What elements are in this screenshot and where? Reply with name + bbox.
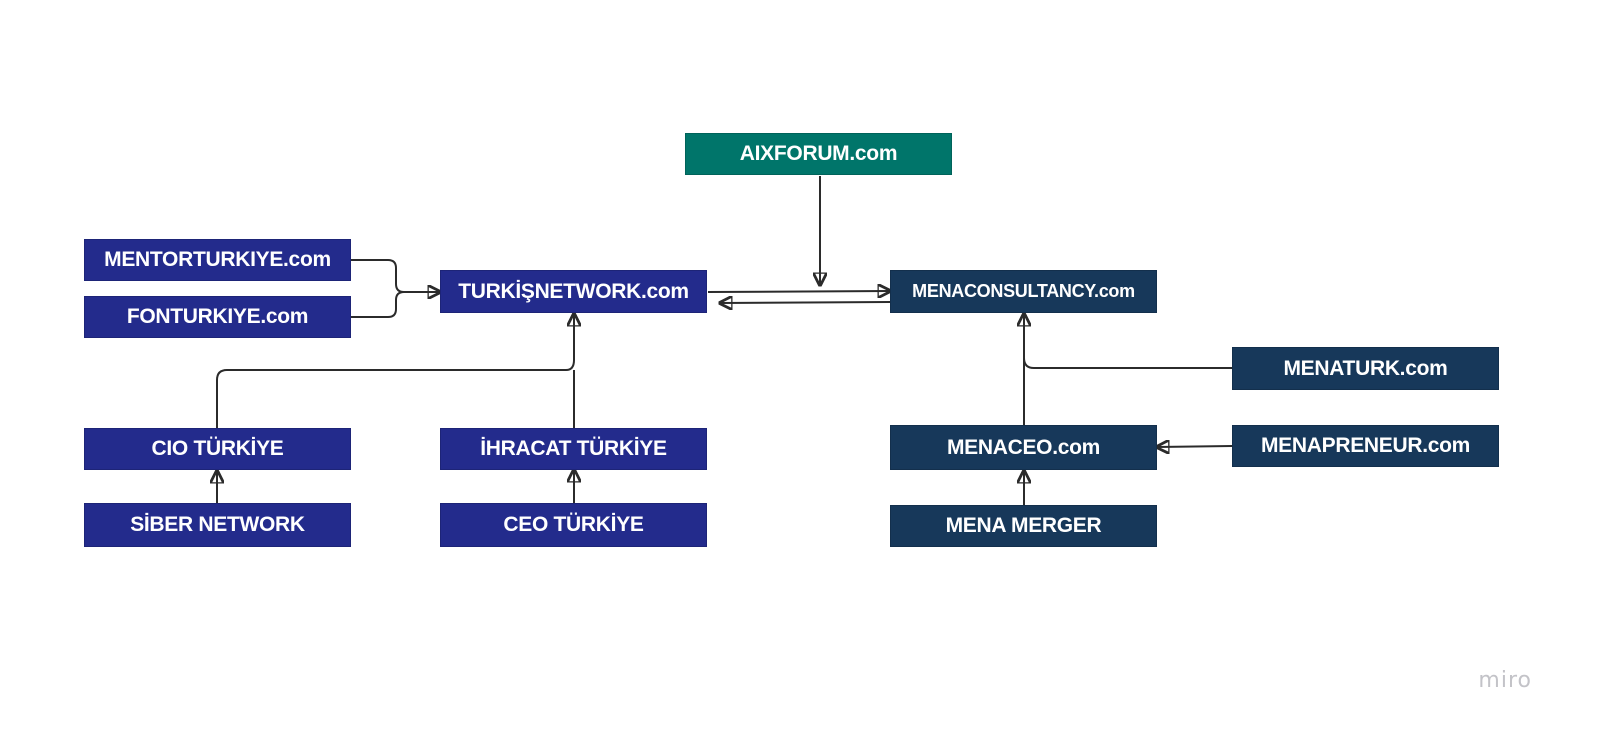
node-fonturkiye[interactable]: FONTURKIYE.com: [84, 296, 351, 338]
node-menapreneur[interactable]: MENAPRENEUR.com: [1232, 425, 1499, 467]
node-cio-turkiye[interactable]: CIO TÜRKİYE: [84, 428, 351, 470]
edge-mentorturkiye-to-turkisnetwork: [351, 259, 440, 292]
node-turkisnetwork[interactable]: TURKİŞNETWORK.com: [440, 270, 707, 313]
edge-menapreneur-to-menaceo: [1157, 446, 1233, 447]
node-mena-merger[interactable]: MENA MERGER: [890, 505, 1157, 547]
edge-menaturk-to-menaconsultancy: [1023, 357, 1232, 369]
node-menaconsultancy[interactable]: MENACONSULTANCY.com: [890, 270, 1157, 313]
node-ihracat-turkiye[interactable]: İHRACAT TÜRKİYE: [440, 428, 707, 470]
node-mentorturkiye[interactable]: MENTORTURKIYE.com: [84, 239, 351, 281]
node-aixforum[interactable]: AIXFORUM.com: [685, 133, 952, 175]
node-menaturk[interactable]: MENATURK.com: [1232, 347, 1499, 390]
edge-turkisnetwork-to-menaconsultancy: [707, 291, 890, 292]
node-menaceo[interactable]: MENACEO.com: [890, 425, 1157, 470]
edge-menaconsultancy-to-turkisnetwork: [720, 302, 891, 303]
node-siber-network[interactable]: SİBER NETWORK: [84, 503, 351, 547]
miro-watermark: miro: [1478, 668, 1532, 693]
node-ceo-turkiye[interactable]: CEO TÜRKİYE: [440, 503, 707, 547]
edge-fonturkiye-to-turkisnetwork: [351, 291, 405, 318]
